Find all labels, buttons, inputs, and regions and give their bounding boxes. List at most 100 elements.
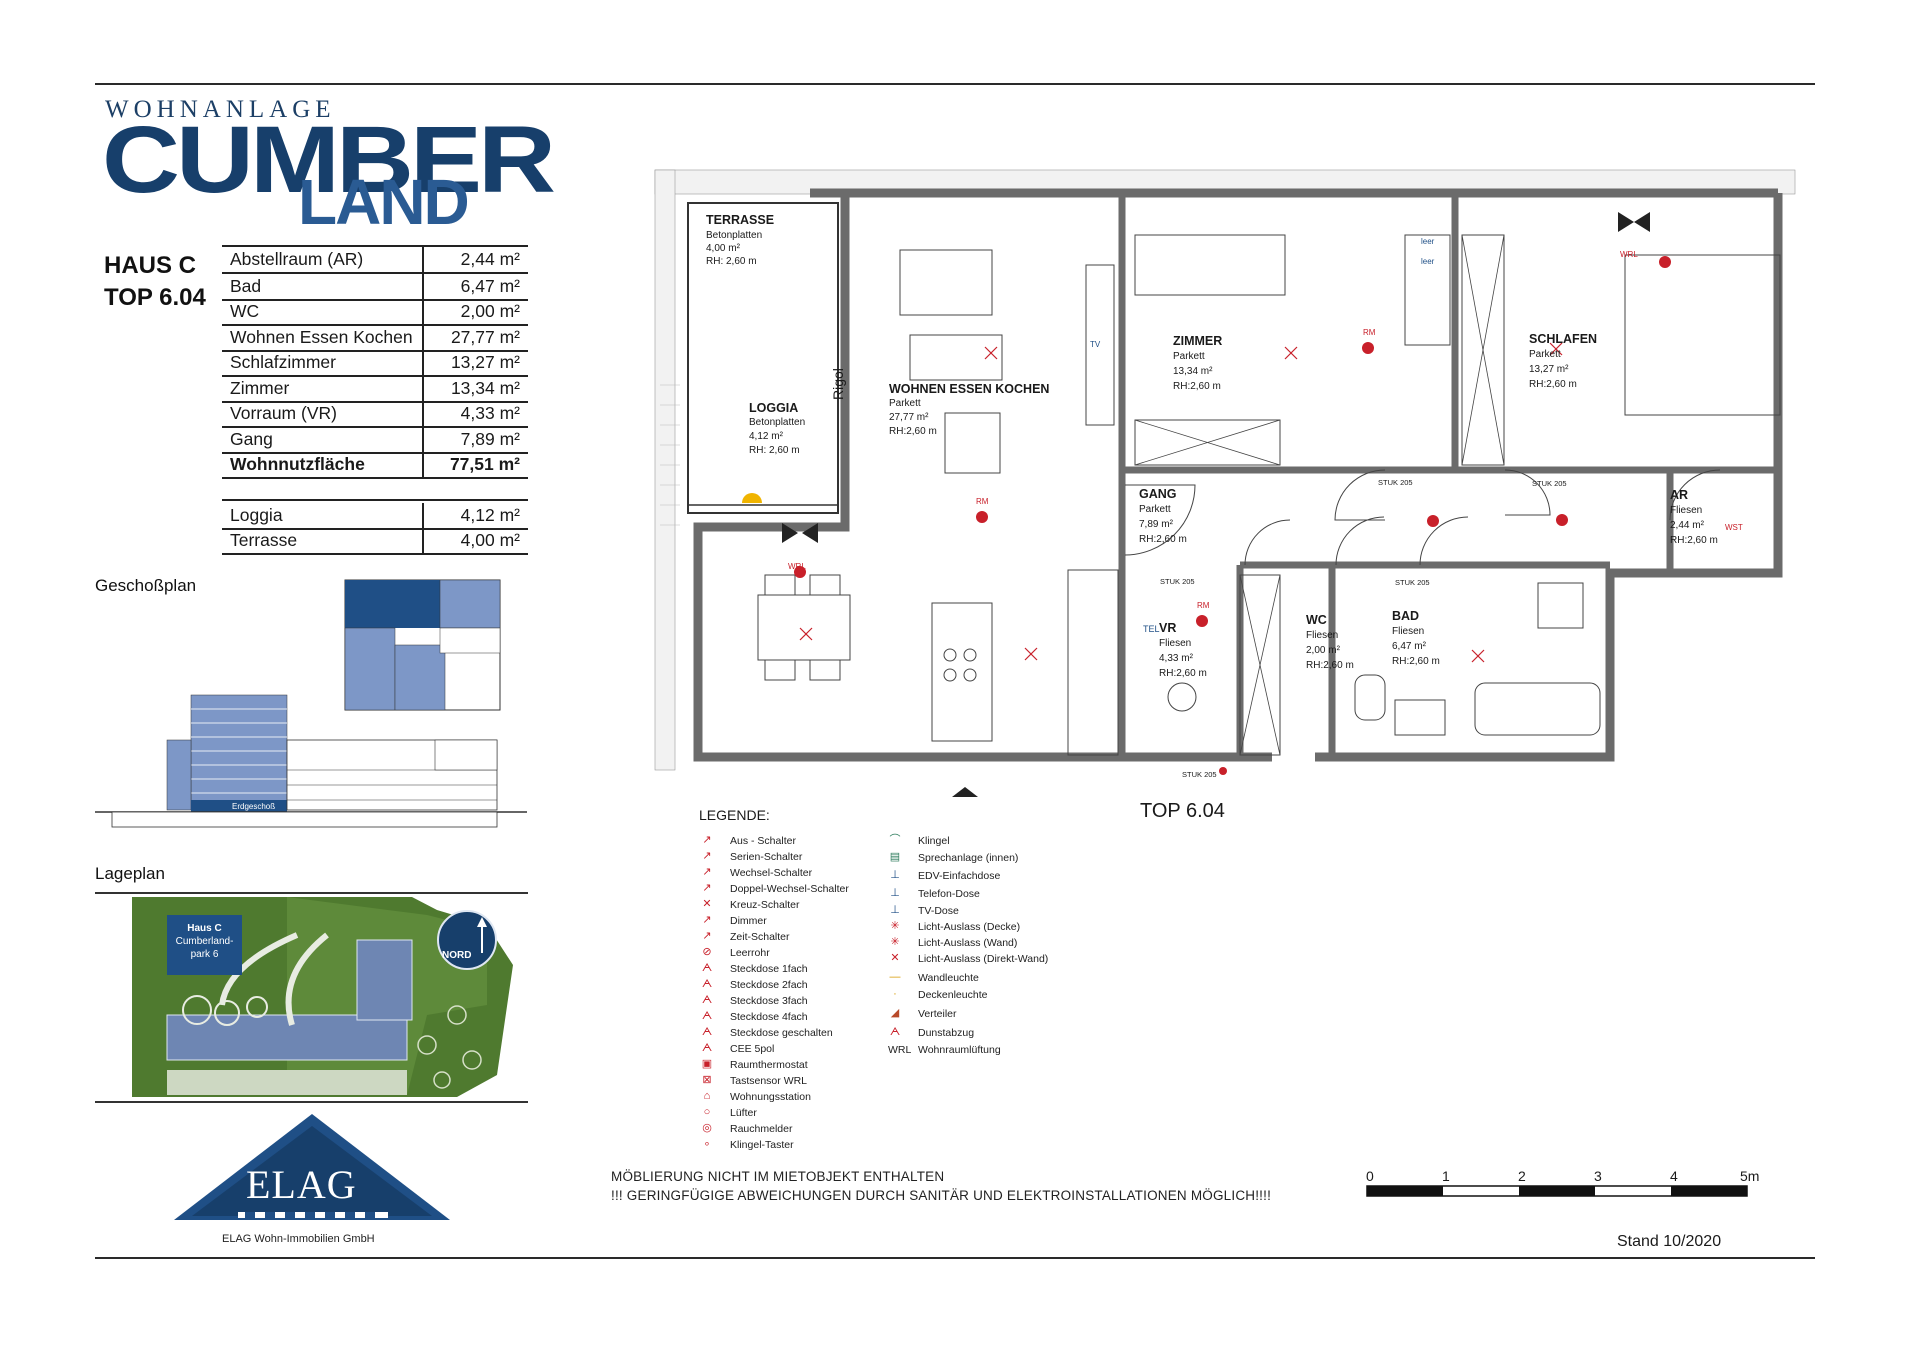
logo-land: LAND	[298, 166, 470, 238]
room-info-line: RH:2,60 m	[1392, 656, 1440, 667]
smoke-detector-icon: ◎	[702, 1122, 712, 1134]
legend-item: Klingel-Taster	[730, 1139, 794, 1151]
area-value: 13,27 m²	[450, 352, 520, 372]
plan-tel-mark: TEL	[1143, 624, 1160, 634]
room-info-line: 27,77 m²	[889, 412, 929, 423]
area-value: 7,89 m²	[460, 429, 520, 449]
legend-title: LEGENDE:	[699, 807, 770, 823]
legend-item: Rauchmelder	[730, 1123, 793, 1135]
legend-item: Doppel-Wechsel-Schalter	[730, 883, 849, 895]
legend-item: Klingel	[918, 835, 950, 847]
legend-item: CEE 5pol	[730, 1043, 775, 1055]
legend-item: Steckdose geschalten	[730, 1027, 833, 1039]
room-bad-info: Fliesen 6,47 m² RH:2,60 m	[1392, 624, 1440, 669]
area-value: 13,34 m²	[450, 378, 520, 398]
legend-item: Steckdose 1fach	[730, 963, 808, 975]
area-value: 4,00 m²	[460, 530, 520, 550]
legend-item: Kreuz-Schalter	[730, 899, 800, 911]
area-name: Wohnen Essen Kochen	[230, 327, 413, 347]
note-line1: MÖBLIERUNG NICHT IM MIETOBJEKT ENTHALTEN	[611, 1169, 945, 1184]
legend-item: Leerrohr	[730, 947, 770, 959]
plan-wrl-mark: WRL	[1620, 250, 1638, 259]
legend-item: Wechsel-Schalter	[730, 867, 813, 879]
area-row: Wohnen Essen Kochen 27,77 m²	[222, 325, 528, 352]
extractor-hood-icon: ᗅ	[889, 1026, 901, 1038]
area-separator	[422, 528, 424, 553]
area-value: 27,77 m²	[450, 327, 520, 347]
top-label: TOP 6.04	[104, 284, 206, 311]
room-info-line: 13,27 m²	[1529, 364, 1569, 375]
timer-switch-icon: ↗	[702, 930, 712, 942]
scale-tick: 2	[1518, 1168, 1526, 1184]
legend-item: Verteiler	[918, 1008, 957, 1020]
elag-name: ELAG	[246, 1162, 357, 1207]
dimmer-icon: ↗	[702, 914, 712, 926]
room-wek-info: Parkett 27,77 m² RH:2,60 m	[889, 397, 937, 439]
scale-tick: 4	[1670, 1168, 1678, 1184]
area-value: 2,00 m²	[460, 301, 520, 321]
double-changeover-switch-icon: ↗	[702, 882, 712, 894]
wrl-abbrev: WRL	[888, 1044, 912, 1056]
plan-tv-mark: TV	[1090, 340, 1101, 349]
stand-date: Stand 10/2020	[1617, 1233, 1722, 1250]
plan-stuk-mark: STUK 205	[1395, 578, 1430, 587]
area-separator	[422, 299, 424, 324]
lageplan-map	[132, 897, 513, 1097]
bottom-rule	[95, 1257, 1815, 1259]
room-info-line: 6,47 m²	[1392, 641, 1426, 652]
room-gang: GANG	[1139, 487, 1177, 501]
area-row: Vorraum (VR)4,33 m²	[222, 401, 528, 428]
room-info-line: Parkett	[1139, 504, 1171, 515]
switch-icon: ↗	[702, 834, 712, 846]
legend-item: Sprechanlage (innen)	[918, 852, 1019, 864]
wall-lamp-icon: —	[889, 971, 901, 983]
area-row: Schlafzimmer 13,27 m²	[222, 350, 528, 377]
direct-wall-light-icon: ✕	[890, 952, 900, 964]
legend-item: Aus - Schalter	[730, 835, 796, 847]
area-name: Loggia	[230, 505, 283, 525]
room-info-line: Fliesen	[1159, 638, 1192, 649]
scale-tick: 0	[1366, 1168, 1374, 1184]
area-separator	[422, 247, 424, 272]
area-row: Abstellraum (AR)2,44 m²	[222, 247, 528, 274]
socket-1-icon: ᗅ	[701, 962, 713, 974]
extra-table-top-border	[222, 499, 528, 501]
socket-3-icon: ᗅ	[701, 994, 713, 1006]
room-info-line: Betonplatten	[706, 230, 763, 241]
area-table-top-border	[222, 245, 528, 247]
area-value: 2,44 m²	[460, 249, 520, 269]
plan-leer-mark: leer	[1421, 237, 1435, 246]
room-info-line: 4,12 m²	[749, 431, 783, 442]
lageplan-title: Lageplan	[95, 864, 165, 883]
legend-item: Steckdose 2fach	[730, 979, 808, 991]
cee-socket-icon: ᗅ	[701, 1042, 713, 1054]
lageplan-label-line3: park 6	[190, 949, 219, 960]
room-info-line: RH: 2,60 m	[706, 256, 757, 267]
ceiling-light-icon: ✳	[890, 920, 900, 932]
area-separator	[422, 427, 424, 452]
legend-item: Wandleuchte	[918, 972, 979, 984]
room-schlafen: SCHLAFEN	[1529, 332, 1598, 346]
room-info-line: 4,00 m²	[706, 243, 740, 254]
room-info-line: 7,89 m²	[1139, 519, 1173, 530]
area-name: Terrasse	[230, 530, 298, 550]
legend-item: Serien-Schalter	[730, 851, 803, 863]
wall-light-icon: ✳	[890, 936, 900, 948]
lageplan-top-rule	[95, 892, 528, 894]
area-name: Zimmer	[230, 378, 290, 398]
room-info-line: 4,33 m²	[1159, 653, 1193, 664]
room-terrasse-info: Betonplatten 4,00 m² RH: 2,60 m	[706, 229, 762, 268]
lageplan-bottom-rule	[95, 1101, 528, 1103]
area-value: 4,12 m²	[460, 505, 520, 525]
room-info-line: Parkett	[1173, 351, 1205, 362]
area-name: Wohnnutzfläche	[230, 454, 365, 474]
plan-wrl-mark: WRL	[788, 562, 806, 571]
area-value: 6,47 m²	[460, 276, 520, 296]
room-vr-info: Fliesen 4,33 m² RH:2,60 m	[1159, 636, 1207, 681]
extra-area-row: Loggia 4,12 m²	[222, 503, 528, 530]
area-name: Schlafzimmer	[230, 352, 336, 372]
room-zimmer: ZIMMER	[1173, 334, 1223, 348]
legend-item: Wohnungsstation	[730, 1091, 811, 1103]
